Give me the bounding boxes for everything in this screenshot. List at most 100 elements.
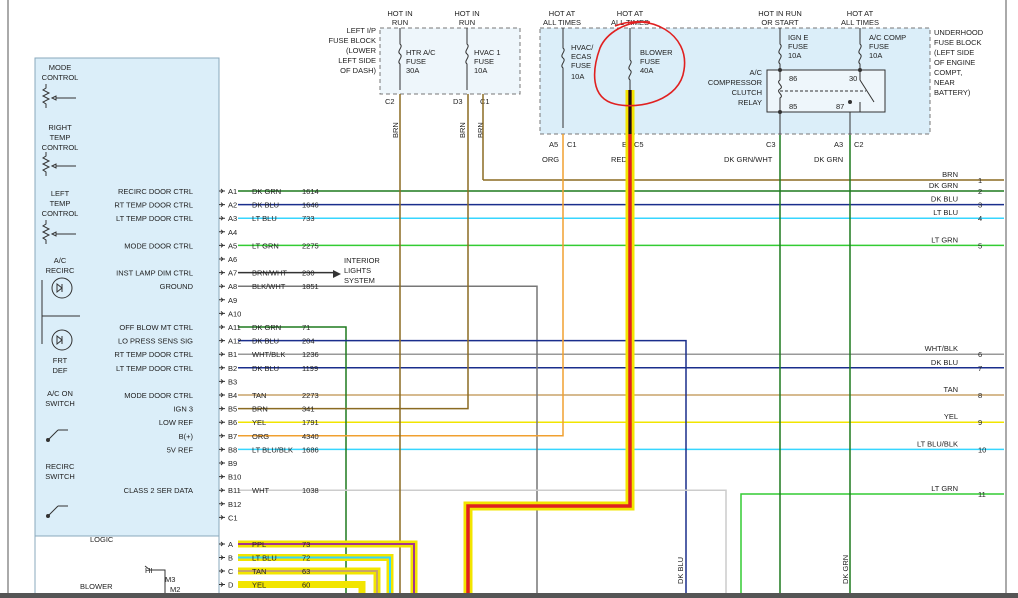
svg-text:HOT AT: HOT AT xyxy=(617,9,644,18)
svg-text:RUN: RUN xyxy=(392,18,408,27)
wire-color-label: WHT/BLK xyxy=(252,350,285,359)
pin-tick xyxy=(219,311,225,316)
svg-text:FUSE: FUSE xyxy=(788,42,808,51)
pin-tick xyxy=(219,582,225,587)
pin-tick xyxy=(219,433,225,439)
svg-text:86: 86 xyxy=(789,74,797,83)
svg-text:LIGHTS: LIGHTS xyxy=(344,266,371,275)
pin-label: B5 xyxy=(228,405,237,414)
circuit-number-label: 230 xyxy=(302,269,315,278)
circuit-function-label: CLASS 2 SER DATA xyxy=(124,486,193,495)
pin-label: B4 xyxy=(228,391,237,400)
pin-label: A10 xyxy=(228,309,241,318)
pin-label: A7 xyxy=(228,269,237,278)
circuit-function-label: LT TEMP DOOR CTRL xyxy=(116,214,193,223)
pin-tick xyxy=(219,392,225,398)
svg-text:C2: C2 xyxy=(385,97,395,106)
routed-wire xyxy=(238,94,469,410)
wire-color-label: DK GRN xyxy=(252,187,281,196)
svg-text:HTR A/C: HTR A/C xyxy=(406,48,436,57)
circuit-function-label: RT TEMP DOOR CTRL xyxy=(114,201,193,210)
fuse-symbols xyxy=(398,28,862,128)
pin-tick xyxy=(219,283,225,289)
lt-grn-wire xyxy=(740,493,1004,598)
switch-icons xyxy=(46,429,68,518)
right-wire-color: WHT/BLK xyxy=(925,344,958,353)
pin-label: A1 xyxy=(228,187,237,196)
pin-tick xyxy=(219,447,225,452)
svg-text:HOT IN: HOT IN xyxy=(387,9,412,18)
pin-tick xyxy=(219,297,225,303)
svg-text:LOGIC: LOGIC xyxy=(90,535,114,544)
circuit-function-label: RT TEMP DOOR CTRL xyxy=(114,350,193,359)
pin-tick xyxy=(219,243,225,248)
svg-text:BLOWER: BLOWER xyxy=(80,582,113,591)
wires-layer xyxy=(238,28,1004,598)
routed-wire xyxy=(238,285,538,598)
pin-label: B6 xyxy=(228,418,237,427)
svg-text:OF ENGINE: OF ENGINE xyxy=(934,58,975,67)
pin-tick xyxy=(219,338,225,343)
circuit-function-label: B(+) xyxy=(179,432,194,441)
svg-text:HI: HI xyxy=(145,566,153,575)
circuit-number-label: 1646 xyxy=(302,201,319,210)
svg-text:A/C COMP: A/C COMP xyxy=(869,33,906,42)
svg-text:87: 87 xyxy=(836,102,844,111)
circuit-number-label: 1236 xyxy=(302,350,319,359)
svg-text:CONTROL: CONTROL xyxy=(42,143,79,152)
pin-tick xyxy=(219,515,225,520)
relay-pins: 86 30 85 87 xyxy=(789,74,857,111)
wire-color-label: DK GRN xyxy=(252,323,281,332)
circuit-function-label: IGN 3 xyxy=(173,405,193,414)
wire-color-label: YEL xyxy=(252,418,266,427)
relay-dots xyxy=(778,68,862,114)
wire-color-label: DK BLU xyxy=(252,201,279,210)
svg-text:DEF: DEF xyxy=(53,366,68,375)
circuit-function-label: MODE DOOR CTRL xyxy=(124,241,193,250)
right-wire-index: 11 xyxy=(978,490,986,499)
circuit-function-label: MODE DOOR CTRL xyxy=(124,391,193,400)
interior-lights-ref: INTERIOR LIGHTS SYSTEM xyxy=(333,256,380,285)
right-wire-index: 4 xyxy=(978,214,982,223)
circuit-function-label: 5V REF xyxy=(167,445,194,454)
circuit-function-label: OFF BLOW MT CTRL xyxy=(119,323,193,332)
right-wire-color: LT BLU/BLK xyxy=(917,439,958,448)
pin-label: A4 xyxy=(228,228,237,237)
blower-wire xyxy=(238,556,391,598)
circuit-number-label: 1851 xyxy=(302,282,319,291)
pin-label: B2 xyxy=(228,364,237,373)
svg-text:C5: C5 xyxy=(634,140,644,149)
right-wire-index: 2 xyxy=(978,187,982,196)
svg-text:MODE: MODE xyxy=(49,63,72,72)
svg-text:10A: 10A xyxy=(869,51,882,60)
underhood-fuse-block-label: UNDERHOOD FUSE BLOCK (LEFT SIDE OF ENGIN… xyxy=(934,28,984,97)
circuit-number-label: 204 xyxy=(302,337,315,346)
pin-label: B7 xyxy=(228,432,237,441)
right-wire-color: DK BLU xyxy=(931,195,958,204)
right-wire-color: DK BLU xyxy=(931,358,958,367)
circuit-number-label: 1791 xyxy=(302,418,319,427)
svg-text:(LEFT SIDE: (LEFT SIDE xyxy=(934,48,974,57)
svg-text:85: 85 xyxy=(789,102,797,111)
pin-label: A9 xyxy=(228,296,237,305)
svg-text:DK GRN/WHT: DK GRN/WHT xyxy=(724,155,773,164)
circuit-number-label: 733 xyxy=(302,214,315,223)
svg-text:RELAY: RELAY xyxy=(738,98,762,107)
right-wire-color: LT GRN xyxy=(931,484,958,493)
svg-text:DK GRN: DK GRN xyxy=(814,155,843,164)
blower-wire-color: PPL xyxy=(252,540,266,549)
relay-internals xyxy=(778,70,875,135)
svg-text:FUSE: FUSE xyxy=(406,57,426,66)
led-indicator-icons xyxy=(41,277,80,351)
pin-tick xyxy=(219,379,225,384)
svg-text:BRN: BRN xyxy=(391,122,400,138)
fuse-labels: HTR A/C FUSE 30A HVAC 1 FUSE 10A HVAC/ E… xyxy=(406,33,906,81)
svg-text:OF DASH): OF DASH) xyxy=(340,66,376,75)
circuit-function-label: GROUND xyxy=(160,282,194,291)
blower-wire xyxy=(238,570,378,598)
pin-tick xyxy=(219,202,225,207)
wire-color-label: WHT xyxy=(252,486,269,495)
svg-text:TEMP: TEMP xyxy=(50,133,71,142)
circuit-function-label: LT TEMP DOOR CTRL xyxy=(116,364,193,373)
